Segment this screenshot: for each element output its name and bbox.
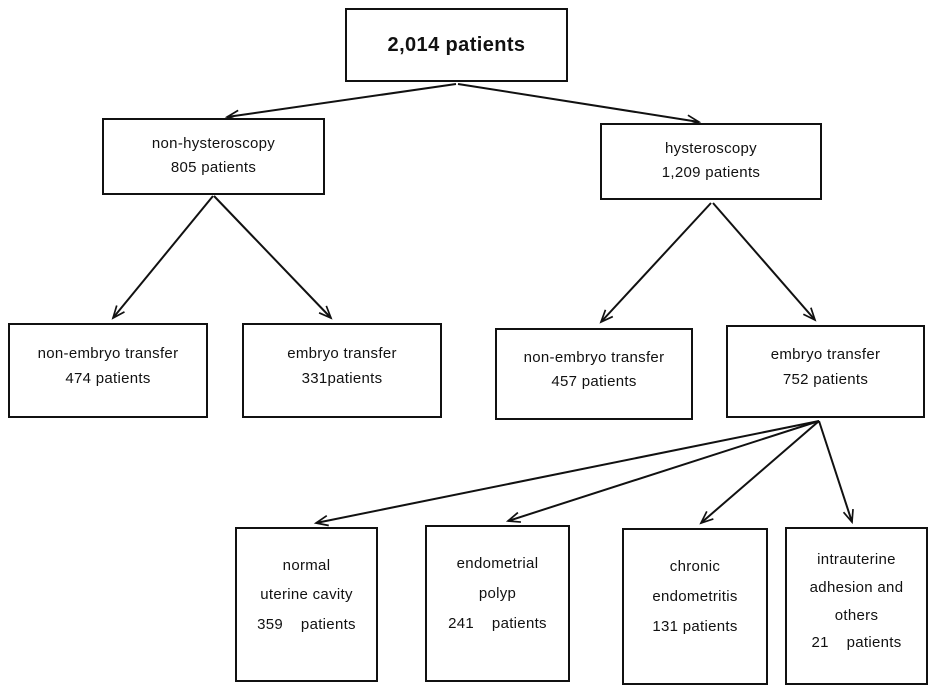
arrow-embryo-to-endometritis — [699, 420, 820, 525]
node-endometritis-line2: endometritis — [652, 588, 738, 606]
node-total-patients: 2,014 patients — [345, 8, 568, 82]
node-endometritis-line1: chronic — [669, 558, 721, 576]
node-adhesion-line3: others — [834, 606, 879, 624]
node-h-embryo-label: embryo transfer — [770, 346, 881, 363]
node-nh-non-embryo-transfer: non-embryo transfer 474 patients — [8, 323, 208, 418]
arrow-total-to-non-hysteroscopy — [224, 83, 457, 122]
node-adhesion-line1: intrauterine — [817, 551, 896, 569]
arrow-nh-to-non-embryo — [111, 195, 214, 320]
node-total-label: 2,014 patients — [387, 34, 526, 56]
node-polyp-line1: endometrial — [456, 555, 539, 573]
node-h-non-embryo-count: 457 patients — [551, 372, 637, 390]
node-endometrial-polyp: endometrial polyp 241 patients — [425, 525, 570, 682]
arrow-embryo-to-polyp — [505, 420, 820, 523]
node-h-non-embryo-label: non-embryo transfer — [523, 348, 665, 366]
node-adhesion-line2: adhesion and — [809, 578, 904, 596]
node-hysteroscopy-count: 1,209 patients — [661, 164, 761, 182]
node-chronic-endometritis: chronic endometritis 131 patients — [622, 528, 768, 685]
node-h-embryo-transfer: embryo transfer 752 patients — [726, 325, 925, 418]
node-nh-embryo-transfer: embryo transfer 331patients — [242, 323, 442, 418]
node-adhesion-count: 21 patients — [811, 634, 902, 652]
node-hysteroscopy: hysteroscopy 1,209 patients — [600, 123, 822, 200]
node-hysteroscopy-label: hysteroscopy — [665, 140, 757, 158]
node-normal-cavity-line2: uterine cavity — [260, 586, 353, 604]
node-nh-embryo-count: 331patients — [301, 369, 383, 387]
node-non-hysteroscopy-label: non-hysteroscopy — [151, 135, 276, 153]
node-normal-cavity-count: 359 patients — [257, 615, 356, 633]
node-nh-non-embryo-count: 474 patients — [65, 369, 151, 387]
node-nh-non-embryo-label: non-embryo transfer — [37, 344, 179, 362]
node-endometritis-count: 131 patients — [652, 618, 738, 636]
node-non-hysteroscopy: non-hysteroscopy 805 patients — [102, 118, 325, 195]
arrow-h-to-non-embryo — [599, 202, 712, 324]
node-polyp-count: 241 patients — [448, 615, 547, 633]
node-h-embryo-count: 752 patients — [782, 370, 869, 388]
arrow-embryo-to-normal-cavity — [313, 420, 820, 527]
node-polyp-line2: polyp — [478, 585, 517, 603]
arrow-total-to-hysteroscopy — [457, 83, 702, 126]
node-nh-embryo-label: embryo transfer — [287, 344, 397, 362]
arrow-embryo-to-adhesion — [818, 420, 854, 525]
node-h-non-embryo-transfer: non-embryo transfer 457 patients — [495, 328, 693, 420]
node-non-hysteroscopy-count: 805 patients — [170, 159, 257, 177]
arrow-nh-to-embryo — [213, 195, 333, 320]
arrow-h-to-embryo — [712, 202, 817, 322]
node-normal-cavity-line1: normal — [282, 556, 331, 574]
node-intrauterine-adhesion-others: intrauterine adhesion and others 21 pati… — [785, 527, 928, 685]
node-normal-uterine-cavity: normal uterine cavity 359 patients — [235, 527, 378, 682]
